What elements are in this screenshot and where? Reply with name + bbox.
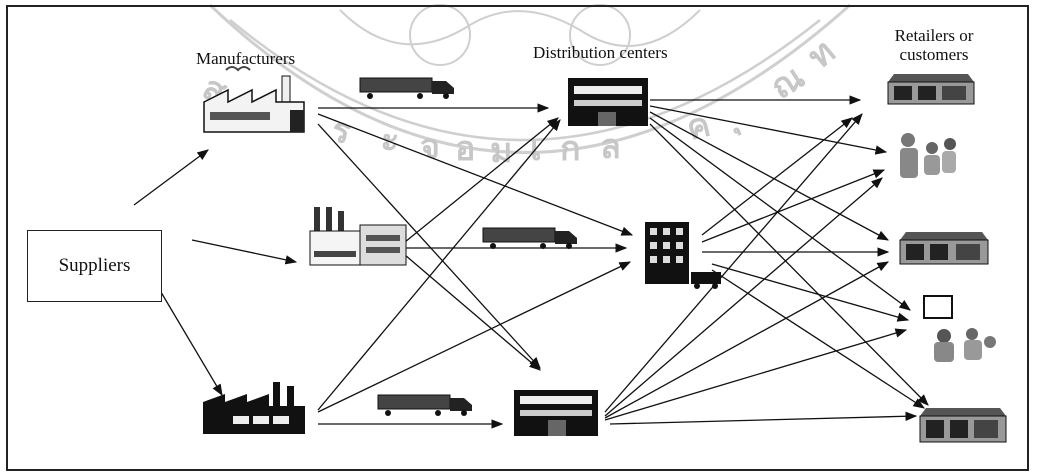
factory-icon	[310, 207, 406, 265]
truck-icon	[360, 78, 454, 99]
store-icon	[920, 408, 1006, 442]
warehouse-icon	[514, 390, 598, 436]
people-icon	[924, 296, 996, 362]
office-building-icon	[645, 222, 721, 289]
people-icon	[900, 133, 956, 178]
factory-icon	[203, 382, 305, 434]
factory-icon	[204, 67, 304, 132]
store-icon	[900, 232, 988, 264]
truck-icon	[378, 395, 472, 416]
warehouse-icon	[568, 78, 648, 126]
truck-icon	[483, 228, 577, 249]
store-icon	[888, 74, 974, 104]
